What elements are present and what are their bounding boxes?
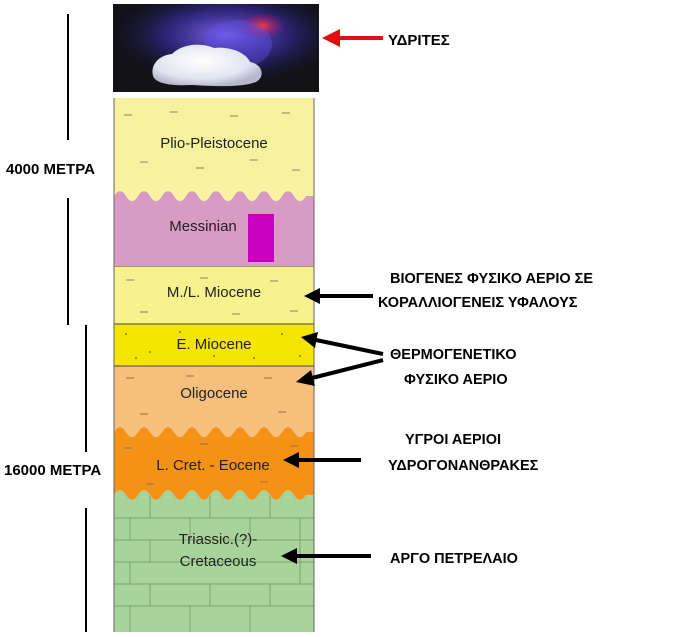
label-hydrates: ΥΔΡΙΤΕΣ bbox=[388, 32, 450, 49]
arrow-wet-gas bbox=[283, 452, 361, 468]
strata-column: Plio-Pleistocene Messinian M./L. Miocene… bbox=[113, 98, 315, 632]
dot-pattern-e-miocene bbox=[125, 331, 301, 359]
depth-label-4000: 4000 ΜΕΤΡΑ bbox=[6, 161, 95, 178]
stratum-label-l-cret-eocene: L. Cret. - Eocene bbox=[156, 457, 269, 474]
label-crude-oil: ΑΡΓΟ ΠΕΤΡΕΛΑΙΟ bbox=[390, 551, 518, 567]
stratum-label-e-miocene: E. Miocene bbox=[176, 336, 251, 353]
label-wet-gas-line2: ΥΔΡΟΓΟΝΑΝΘΡΑΚΕΣ bbox=[388, 458, 539, 474]
arrow-hydrates bbox=[322, 29, 383, 47]
label-biogenic-gas-line2: ΚΟΡΑΛΛΙΟΓΕΝΕΙΣ ΥΦΑΛΟΥΣ bbox=[378, 295, 578, 311]
arrow-thermogenic-e-miocene bbox=[301, 332, 384, 356]
messinian-marker bbox=[248, 214, 274, 262]
arrow-crude-oil bbox=[281, 548, 371, 564]
depth-label-16000: 16000 ΜΕΤΡΑ bbox=[4, 462, 101, 479]
stratum-label-messinian: Messinian bbox=[169, 218, 237, 235]
label-thermogenic-gas-line1: ΘΕΡΜΟΓΕΝΕΤΙΚΟ bbox=[390, 347, 516, 363]
layer-oligocene bbox=[114, 366, 314, 437]
annotation-arrows bbox=[281, 29, 384, 564]
label-wet-gas-line1: ΥΓΡΟΙ ΑΕΡΙΟΙ bbox=[405, 432, 501, 448]
burning-hydrate-image bbox=[113, 4, 319, 92]
stratum-label-oligocene: Oligocene bbox=[180, 385, 248, 402]
dash-pattern-upper bbox=[124, 111, 300, 315]
arrow-thermogenic-oligocene bbox=[296, 358, 384, 386]
layer-m-l-miocene bbox=[113, 265, 315, 325]
hydrate-ice-icon bbox=[152, 44, 262, 87]
label-biogenic-gas-line1: ΒΙΟΓΕΝΕΣ ΦΥΣΙΚΟ ΑΕΡΙΟ ΣΕ bbox=[390, 271, 593, 287]
stratum-label-m-l-miocene: M./L. Miocene bbox=[167, 284, 261, 301]
dash-pattern-lower bbox=[124, 375, 298, 485]
stratum-label-plio-pleistocene: Plio-Pleistocene bbox=[160, 135, 268, 152]
brick-pattern bbox=[114, 496, 314, 632]
stratum-label-cretaceous: Cretaceous bbox=[180, 553, 257, 570]
label-thermogenic-gas-line2: ΦΥΣΙΚΟ ΑΕΡΙΟ bbox=[404, 372, 508, 388]
layer-triassic-cretaceous bbox=[114, 490, 314, 632]
layer-plio-pleistocene bbox=[114, 98, 314, 201]
stratum-label-triassic: Triassic.(?)- bbox=[179, 531, 258, 548]
arrow-biogenic-gas bbox=[304, 288, 373, 304]
depth-guide-lines bbox=[67, 14, 87, 632]
